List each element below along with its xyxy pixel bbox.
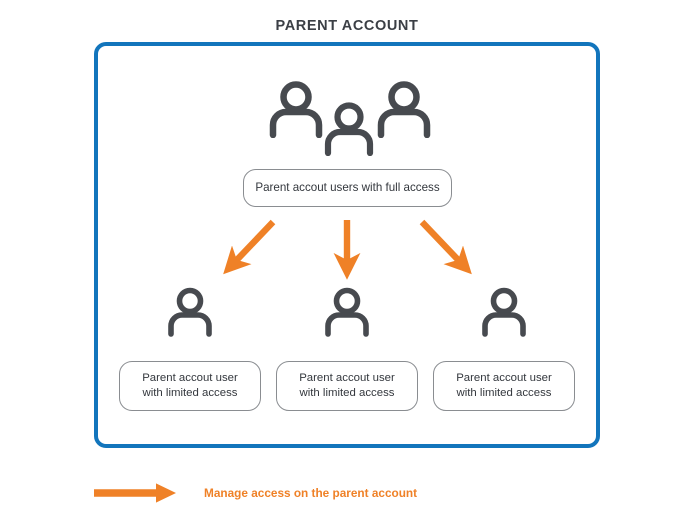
child-label-line1-2: Parent accout user	[299, 371, 395, 384]
primary-access-label-box: Parent accout users with full access	[243, 169, 452, 207]
person-icon-right	[377, 81, 431, 138]
legend-label: Manage access on the parent account	[204, 486, 418, 500]
right-arrow-icon	[94, 483, 176, 503]
person-icon-center	[324, 102, 374, 156]
child-label-text-2: Parent accout user with limited access	[299, 371, 395, 401]
child-access-label-box-3: Parent accout user with limited access	[433, 361, 575, 411]
child-label-line1-1: Parent accout user	[142, 371, 238, 384]
child-label-line2-3: with limited access	[456, 387, 552, 399]
legend: Manage access on the parent account	[94, 478, 514, 508]
child-label-line2-1: with limited access	[142, 387, 238, 399]
person-icon-left	[269, 81, 323, 138]
child-label-line1-3: Parent accout user	[456, 371, 552, 384]
child-label-line2-2: with limited access	[299, 387, 395, 399]
child-access-label-box-2: Parent accout user with limited access	[276, 361, 418, 411]
child-label-text-3: Parent accout user with limited access	[456, 371, 552, 401]
primary-access-label-text: Parent accout users with full access	[255, 181, 440, 195]
users-group-icon	[265, 80, 435, 156]
page-title: PARENT ACCOUNT	[275, 18, 419, 34]
child-label-text-1: Parent accout user with limited access	[142, 371, 238, 401]
person-icon-child-3	[482, 287, 526, 337]
child-access-label-box-1: Parent accout user with limited access	[119, 361, 261, 411]
person-icon-child-2	[325, 287, 369, 337]
person-icon-child-1	[168, 287, 212, 337]
